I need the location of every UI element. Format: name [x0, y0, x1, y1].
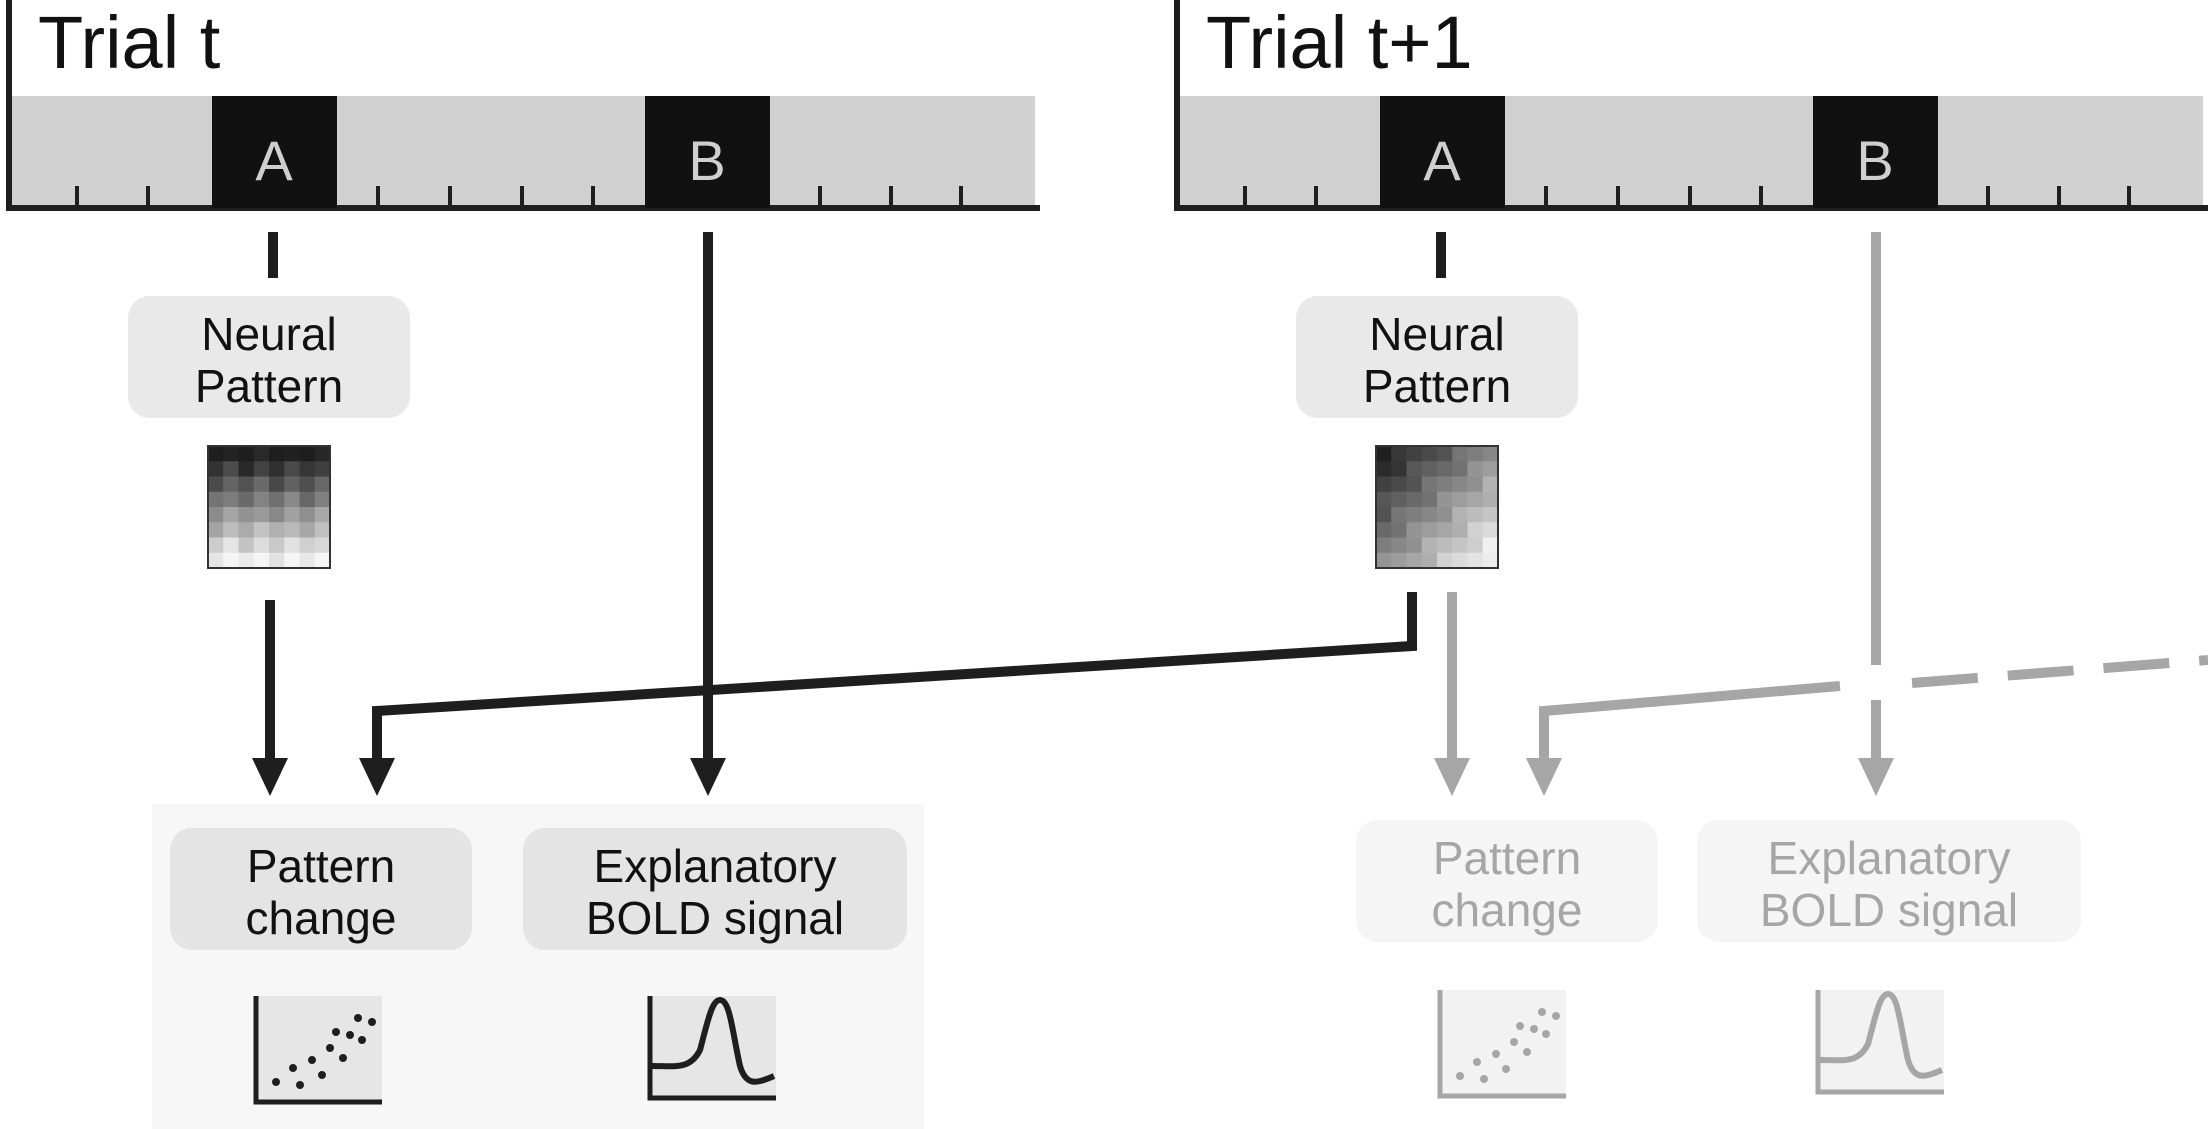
hrf-curve-icon — [647, 996, 776, 1101]
arrowhead — [359, 758, 395, 796]
neural-pattern-box — [128, 296, 410, 418]
event-b-block — [1813, 96, 1938, 208]
neural-pattern-heatmap-icon — [1375, 445, 1499, 569]
event-b-label: B — [688, 129, 725, 192]
trial-t-timeline — [6, 0, 1040, 211]
arrowhead — [1526, 758, 1562, 796]
neural-pattern-line2: Pattern — [195, 360, 343, 412]
neural-pattern-line2: Pattern — [1363, 360, 1511, 412]
neural-pattern-box — [1296, 296, 1578, 418]
pattern-change-line2: change — [1432, 884, 1583, 936]
neural-pattern-line1: Neural — [201, 308, 337, 360]
pattern-change-box-faded — [1356, 820, 1658, 942]
pattern-change-line1: Pattern — [247, 840, 395, 892]
event-b-label: B — [1856, 129, 1893, 192]
bold-signal-box — [523, 828, 907, 950]
pattern-change-line2: change — [246, 892, 397, 944]
trial-title: Trial t — [38, 1, 221, 84]
trial-t1-timeline — [1174, 0, 2208, 211]
bold-signal-line1: Explanatory — [594, 840, 837, 892]
scatter-plot-icon — [253, 996, 382, 1105]
bold-signal-line2: BOLD signal — [1760, 884, 2018, 936]
cross-trial-connector — [372, 592, 1417, 762]
arrowhead — [1858, 758, 1894, 796]
bold-signal-line2: BOLD signal — [586, 892, 844, 944]
neural-pattern-heatmap-icon — [207, 445, 331, 569]
hrf-curve-icon — [1815, 990, 1944, 1095]
faded-cross-connector — [1539, 681, 1841, 762]
arrowhead — [690, 758, 726, 796]
arrowhead — [1434, 758, 1470, 796]
pattern-change-line1: Pattern — [1433, 832, 1581, 884]
arrowhead — [252, 758, 288, 796]
event-b-block — [645, 96, 770, 208]
neural-pattern-line1: Neural — [1369, 308, 1505, 360]
trial-title: Trial t+1 — [1206, 1, 1473, 84]
event-a-label: A — [255, 129, 293, 192]
event-a-block — [1380, 96, 1505, 208]
bold-signal-box-faded — [1697, 820, 2081, 942]
bold-signal-line1: Explanatory — [1768, 832, 2011, 884]
pattern-change-box — [170, 828, 472, 950]
faded-dashed-connector — [1911, 655, 2208, 688]
event-a-label: A — [1423, 129, 1461, 192]
event-a-block — [212, 96, 337, 208]
scatter-plot-icon — [1437, 990, 1566, 1099]
